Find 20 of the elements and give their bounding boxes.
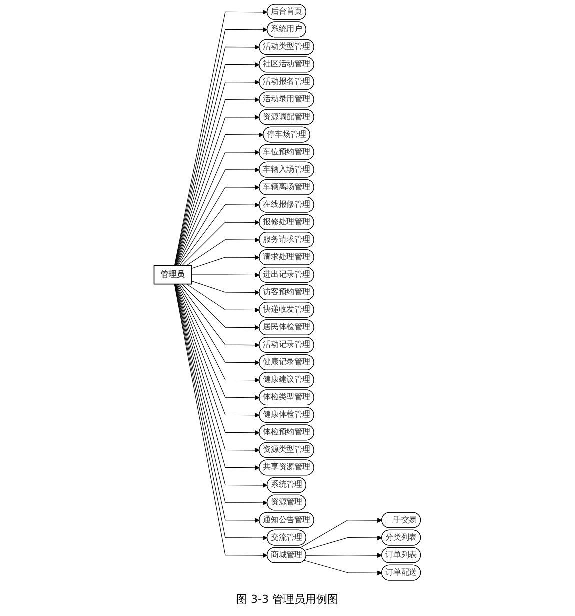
arrow xyxy=(176,132,264,266)
arrow xyxy=(191,280,260,296)
arrow xyxy=(300,518,382,548)
arrow xyxy=(177,168,260,266)
arrow xyxy=(182,284,260,330)
arrow xyxy=(180,284,260,348)
arrow xyxy=(186,284,260,313)
arrow xyxy=(306,553,382,558)
arrow xyxy=(178,284,260,366)
arrow xyxy=(191,272,260,278)
arrow xyxy=(186,238,260,266)
arrow xyxy=(304,536,382,551)
arrow xyxy=(182,220,260,266)
arrow xyxy=(176,150,260,266)
arrow xyxy=(180,202,260,266)
arrow xyxy=(177,284,260,383)
figure-caption: 图 3-3 管理员用例图 xyxy=(236,592,340,607)
arrow xyxy=(304,560,382,576)
arrow xyxy=(191,255,260,270)
arrow xyxy=(178,185,260,266)
